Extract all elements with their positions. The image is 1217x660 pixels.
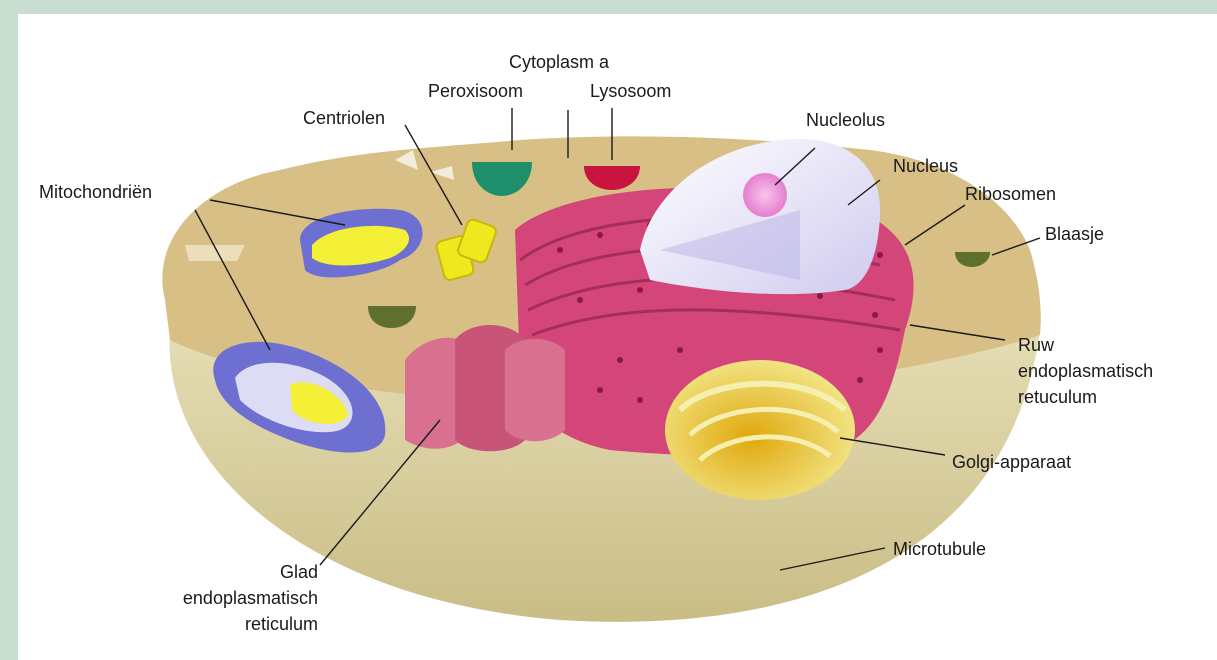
label-ruw-er: Ruw endoplasmatisch retuculum	[1018, 332, 1153, 410]
label-glad-line1: Glad	[128, 559, 318, 585]
label-ribosomen: Ribosomen	[965, 183, 1056, 205]
label-centriolen: Centriolen	[303, 107, 385, 129]
label-ruw-line1: Ruw	[1018, 332, 1153, 358]
label-glad-line2: endoplasmatisch	[128, 585, 318, 611]
label-glad-line3: reticulum	[128, 611, 318, 637]
label-blaasje: Blaasje	[1045, 223, 1104, 245]
label-microtubule: Microtubule	[893, 538, 986, 560]
label-ruw-line3: retuculum	[1018, 384, 1153, 410]
label-golgi: Golgi-apparaat	[952, 451, 1071, 473]
label-cytoplasma: Cytoplasm a	[509, 51, 609, 73]
label-nucleus: Nucleus	[893, 155, 958, 177]
label-glad-er: Glad endoplasmatisch reticulum	[128, 559, 318, 637]
label-peroxisoom: Peroxisoom	[428, 80, 523, 102]
label-lysosoom: Lysosoom	[590, 80, 671, 102]
golgi-apparatus	[665, 360, 855, 500]
label-nucleolus: Nucleolus	[806, 109, 885, 131]
label-ruw-line2: endoplasmatisch	[1018, 358, 1153, 384]
label-mitochondrien: Mitochondriën	[39, 181, 152, 203]
